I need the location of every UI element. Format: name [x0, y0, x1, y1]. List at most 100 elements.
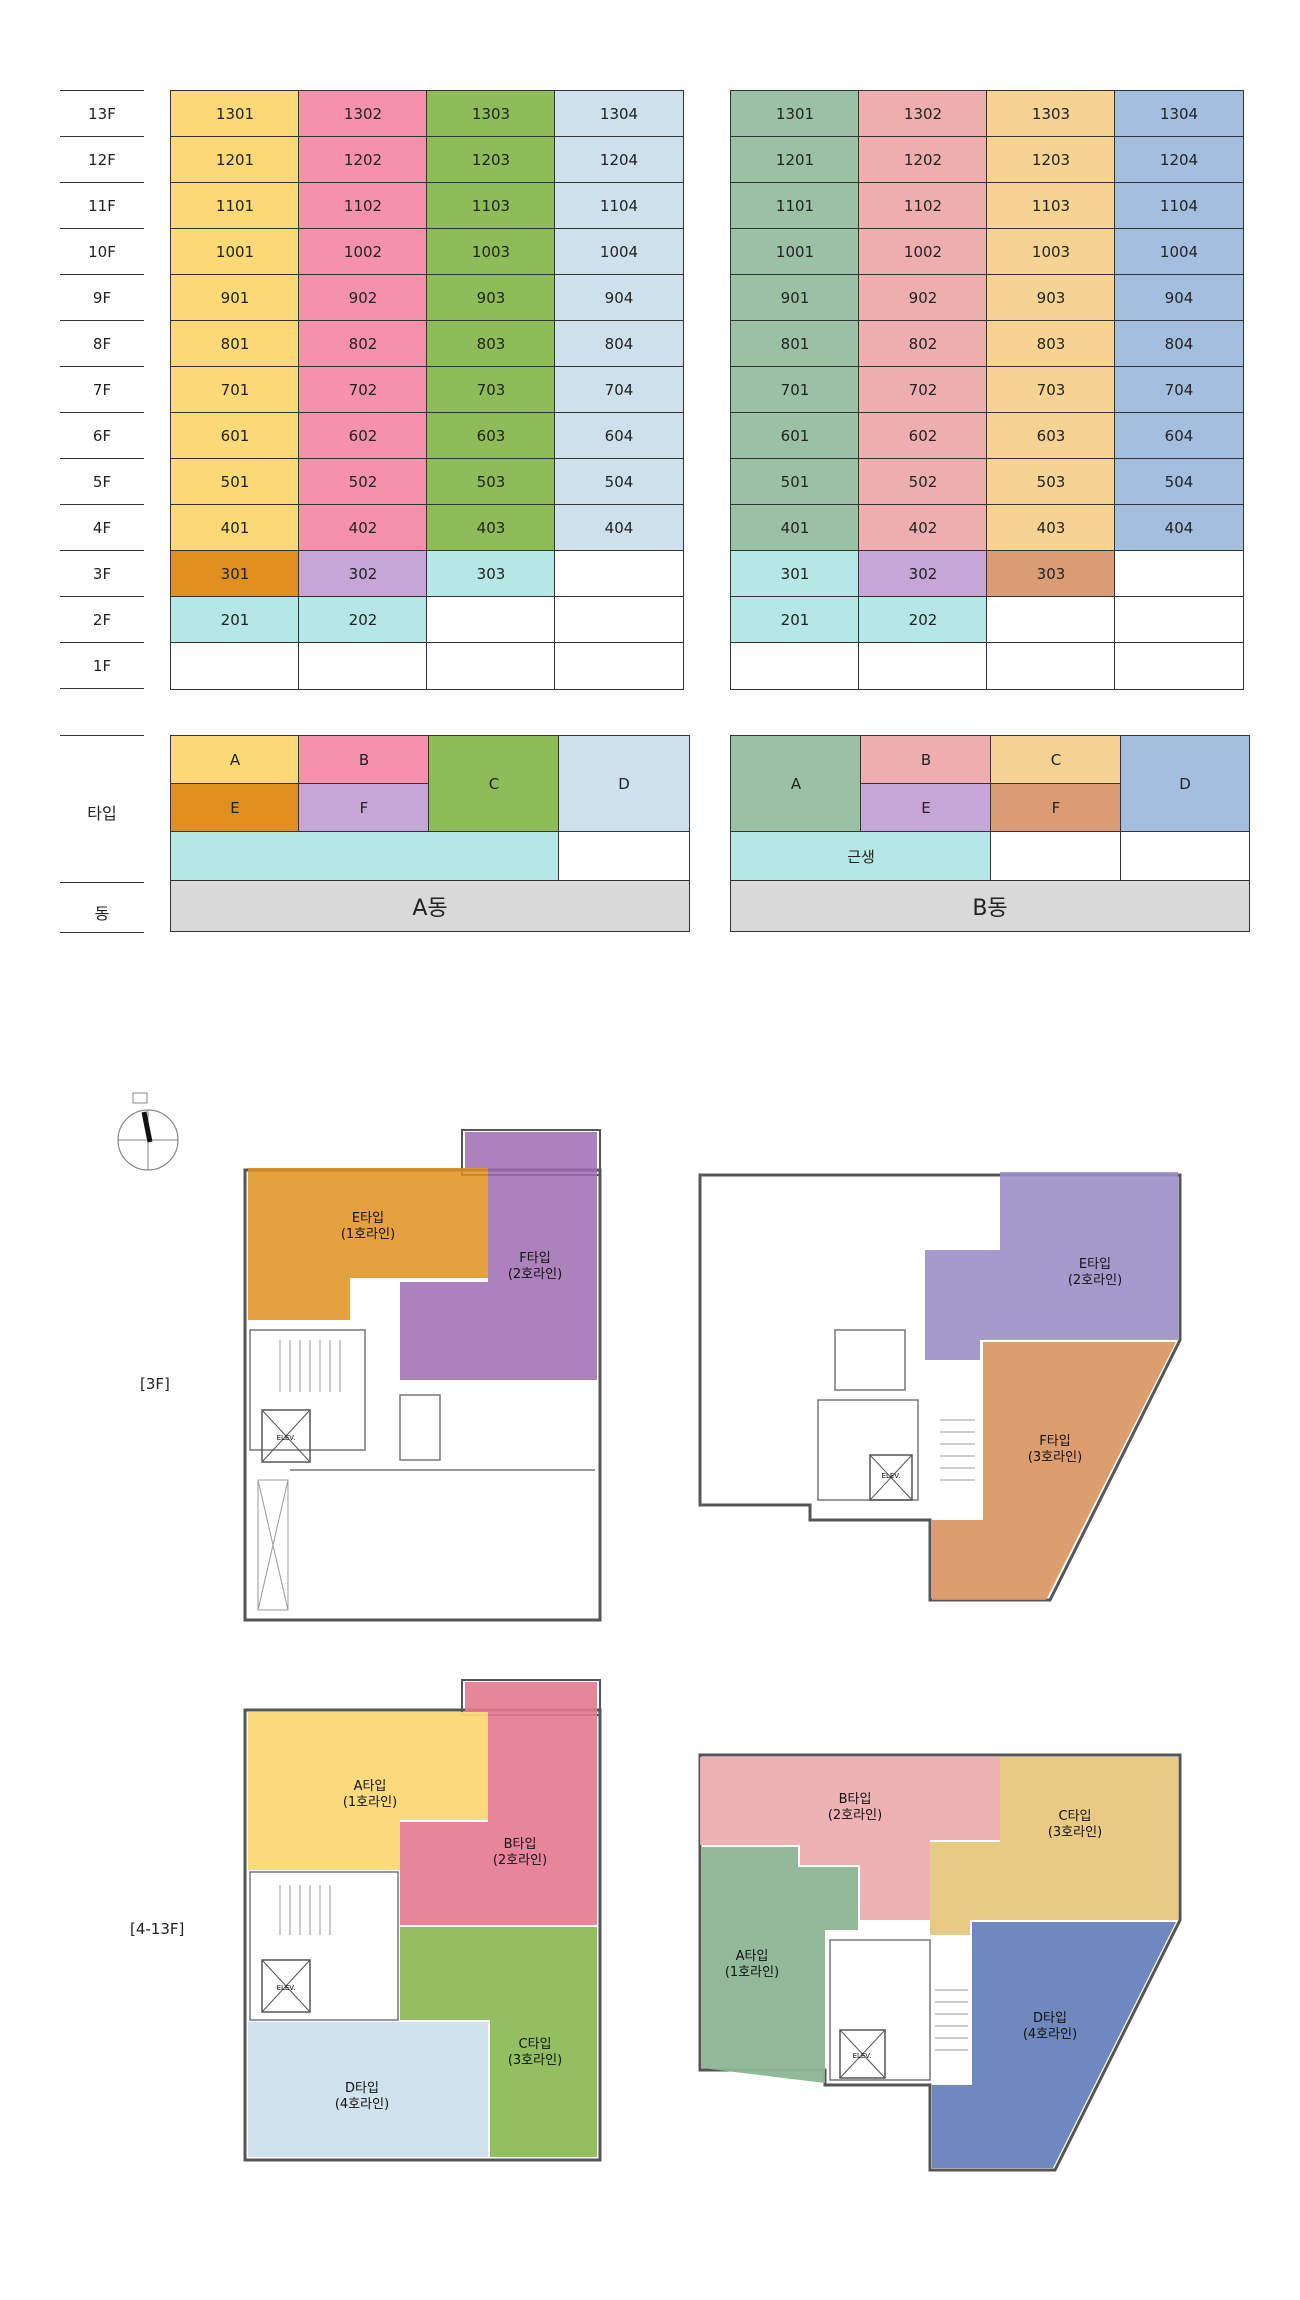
- unit-cell: 1204: [554, 136, 684, 184]
- unit-cell: 1201: [170, 136, 300, 184]
- unit-cell: [986, 596, 1116, 644]
- unit-cell: 901: [170, 274, 300, 322]
- unit-cell: 1001: [730, 228, 860, 276]
- floor-label: 4F: [60, 504, 144, 550]
- legend-b-type-b: B: [860, 735, 992, 785]
- floor-label: 9F: [60, 274, 144, 320]
- unit-cell: [1114, 596, 1244, 644]
- unit-cell: 703: [986, 366, 1116, 414]
- plan-b-3f: E타입(2호라인) F타입(3호라인) ELEV.: [698, 1172, 1182, 1602]
- unit-cell: 801: [170, 320, 300, 368]
- floor-label: 8F: [60, 320, 144, 366]
- unit-cell: 1203: [426, 136, 556, 184]
- floor-divider-bottom: [60, 688, 144, 689]
- unit-cell: 901: [730, 274, 860, 322]
- unit-cell: 802: [858, 320, 988, 368]
- floor-label: 2F: [60, 596, 144, 642]
- legend-b-type-a: A: [730, 735, 862, 833]
- unit-cell: 803: [986, 320, 1116, 368]
- unit-cell: 202: [858, 596, 988, 644]
- unit-cell: 402: [298, 504, 428, 552]
- plan-a-4-13f: A타입(1호라인) B타입(2호라인) C타입(3호라인) D타입(4호라인) …: [243, 1679, 602, 2162]
- unit-cell: 1104: [554, 182, 684, 230]
- legend-a-empty: [558, 831, 690, 882]
- plan-b4-d-type-area: [932, 1922, 1176, 2168]
- unit-cell: 1002: [858, 228, 988, 276]
- unit-cell: 902: [858, 274, 988, 322]
- plan-a4-c-type-area: [400, 1927, 597, 2157]
- unit-cell: 1101: [170, 182, 300, 230]
- unit-cell: 502: [298, 458, 428, 506]
- plan-b4-b-label: B타입(2호라인): [828, 1792, 882, 1823]
- legend-b-commercial: 근생: [730, 831, 992, 882]
- unit-cell: 704: [1114, 366, 1244, 414]
- plan-b4-d-label: D타입(4호라인): [1023, 2011, 1077, 2042]
- unit-cell: 801: [730, 320, 860, 368]
- plan-a3-f-type-area: [400, 1132, 597, 1380]
- unit-cell: 1303: [426, 90, 556, 138]
- unit-cell: 904: [554, 274, 684, 322]
- legend-divider-top: [60, 735, 144, 736]
- plan-a4-b-label: B타입(2호라인): [493, 1837, 547, 1868]
- unit-cell: 1201: [730, 136, 860, 184]
- plan-b3-f-label: F타입(3호라인): [1028, 1434, 1082, 1465]
- floor-label: 12F: [60, 136, 144, 182]
- unit-cell: 201: [170, 596, 300, 644]
- floor-label: 10F: [60, 228, 144, 274]
- unit-cell: [858, 642, 988, 690]
- unit-cell: 1202: [298, 136, 428, 184]
- unit-cell: 704: [554, 366, 684, 414]
- unit-cell: 301: [170, 550, 300, 598]
- unit-cell: 804: [554, 320, 684, 368]
- plan-b3-f-type-area: [932, 1342, 1176, 1600]
- plan-b4-a-label: A타입(1호라인): [725, 1949, 779, 1980]
- unit-cell: 1301: [730, 90, 860, 138]
- unit-cell: [1114, 550, 1244, 598]
- plan-label-3f: [3F]: [140, 1375, 170, 1393]
- unit-cell: [554, 550, 684, 598]
- unit-cell: 1203: [986, 136, 1116, 184]
- plan-b-4-13f: B타입(2호라인) C타입(3호라인) A타입(1호라인) D타입(4호라인) …: [698, 1753, 1182, 2172]
- unit-cell: 902: [298, 274, 428, 322]
- unit-cell: 602: [858, 412, 988, 460]
- type-label: 타입: [87, 804, 117, 823]
- plan-a3-e-type-area: [248, 1168, 488, 1320]
- plan-b4-elev-label: ELEV.: [853, 2052, 872, 2060]
- legend-divider-bottom: [60, 932, 144, 933]
- plan-b3-elev-label: ELEV.: [882, 1472, 901, 1480]
- unit-cell: 1002: [298, 228, 428, 276]
- plan-a4-d-type-area: [248, 2022, 488, 2157]
- legend-b-empty-1: [990, 831, 1122, 882]
- unit-cell: 703: [426, 366, 556, 414]
- unit-cell: [298, 642, 428, 690]
- floor-label: 5F: [60, 458, 144, 504]
- unit-cell: 603: [426, 412, 556, 460]
- floor-label: 1F: [60, 642, 144, 688]
- legend-a-type-c: C: [428, 735, 560, 833]
- plan-a3-elev-label: ELEV.: [277, 1434, 296, 1442]
- unit-cell: 1202: [858, 136, 988, 184]
- unit-cell: 1304: [1114, 90, 1244, 138]
- floor-label: 13F: [60, 90, 144, 136]
- unit-cell: 1102: [858, 182, 988, 230]
- plan-b4-b-type-area: [700, 1757, 1000, 1920]
- legend-a-type-b: B: [298, 735, 430, 785]
- unit-cell: 1103: [426, 182, 556, 230]
- unit-cell: 802: [298, 320, 428, 368]
- unit-cell: 1301: [170, 90, 300, 138]
- unit-cell: 904: [1114, 274, 1244, 322]
- legend-a-commercial: [170, 831, 560, 882]
- unit-cell: 302: [858, 550, 988, 598]
- plan-a4-a-label: A타입(1호라인): [343, 1779, 397, 1810]
- unit-cell: 803: [426, 320, 556, 368]
- building-b-name: B동: [730, 880, 1250, 932]
- unit-cell: 502: [858, 458, 988, 506]
- legend-b-type-d: D: [1120, 735, 1250, 833]
- plan-b4-a-type-area: [702, 1847, 858, 2083]
- unit-cell: 701: [170, 366, 300, 414]
- unit-cell: 401: [730, 504, 860, 552]
- unit-cell: 604: [1114, 412, 1244, 460]
- unit-cell: 804: [1114, 320, 1244, 368]
- unit-cell: [730, 642, 860, 690]
- floor-label: 3F: [60, 550, 144, 596]
